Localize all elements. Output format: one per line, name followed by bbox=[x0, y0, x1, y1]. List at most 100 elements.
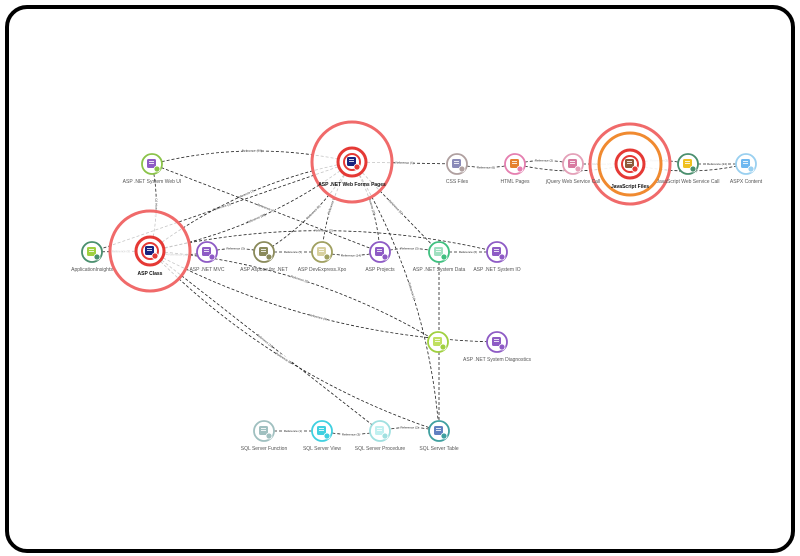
edge-label: Reference (2) bbox=[290, 274, 309, 284]
edge-label-background bbox=[342, 431, 360, 436]
node-badge bbox=[381, 432, 389, 440]
node-badge bbox=[440, 432, 448, 440]
icon-line bbox=[377, 249, 382, 250]
edge-label: Reference (3) bbox=[342, 431, 360, 436]
node-aspxcontent[interactable]: ASPX Content bbox=[730, 153, 763, 185]
icon-line bbox=[512, 163, 517, 164]
node-appinsights[interactable]: ApplicationInsights bbox=[71, 241, 113, 273]
node-label: ASP Aspose for .NET bbox=[240, 267, 288, 273]
edge-label-text: Reference (7) bbox=[154, 198, 158, 216]
edge[interactable]: Reference (4) bbox=[351, 161, 440, 432]
icon-line bbox=[349, 161, 354, 162]
edge-label-background bbox=[459, 249, 477, 254]
edge[interactable]: Reference (3) bbox=[321, 430, 381, 436]
edge-label-background bbox=[236, 188, 255, 200]
edge-line bbox=[514, 163, 631, 172]
css-file-icon bbox=[452, 159, 461, 168]
halos-layer bbox=[108, 120, 672, 293]
edge[interactable]: Reference (6) bbox=[456, 163, 516, 169]
edge[interactable]: Reference (11) bbox=[149, 250, 381, 432]
node-asp-projects[interactable]: ASP Projects bbox=[365, 241, 395, 273]
edge[interactable]: Reference (2) bbox=[149, 250, 439, 343]
icon-line bbox=[377, 430, 382, 431]
node-badge bbox=[208, 253, 216, 261]
icon-line bbox=[319, 428, 324, 429]
edge-label-background bbox=[257, 202, 276, 213]
edge-label: Reference (24) bbox=[707, 161, 727, 166]
icon-line bbox=[89, 251, 94, 252]
edge-label-text: Reference (2) bbox=[535, 158, 553, 162]
node-jquery[interactable]: jQuery Web Service Call bbox=[545, 153, 600, 185]
edge-label-text: Reference (7) bbox=[236, 189, 254, 200]
edge-label: Reference (6) bbox=[305, 204, 321, 220]
edge-label-text: Reference (2) bbox=[314, 228, 332, 232]
dependency-graph[interactable]: Reference (99) Reference (5) Reference (6)… bbox=[9, 9, 791, 549]
library-icon bbox=[433, 337, 442, 346]
icon-line bbox=[685, 161, 690, 162]
javascript-file-icon bbox=[625, 159, 634, 168]
node-sqlfunc[interactable]: SQL Server Function bbox=[241, 420, 288, 452]
edge-line bbox=[149, 250, 439, 343]
diagnostics-icon bbox=[492, 337, 501, 346]
node-jsfiles[interactable]: JavaScript Files bbox=[611, 148, 649, 190]
function-icon bbox=[259, 426, 268, 435]
edge-label-background bbox=[367, 195, 377, 215]
node-badge bbox=[498, 343, 506, 351]
edge-label: Reference (99) bbox=[242, 148, 262, 153]
icon-line bbox=[204, 249, 209, 250]
edge[interactable]: Reference (24) bbox=[688, 161, 746, 166]
node-sysdata[interactable]: ASP .NET System Data bbox=[413, 241, 466, 273]
ui-component-icon bbox=[147, 159, 156, 168]
icon-line bbox=[435, 339, 440, 340]
icon-line bbox=[494, 339, 499, 340]
node-label: ASP .NET System Data bbox=[413, 267, 466, 273]
node-label: ApplicationInsights bbox=[71, 267, 113, 273]
edge-label-text: Reference (5) bbox=[284, 250, 302, 254]
edge[interactable]: Reference (2) bbox=[514, 158, 574, 165]
content-icon bbox=[741, 159, 750, 168]
edge-label-background bbox=[247, 212, 266, 224]
edge[interactable]: Reference (5) bbox=[149, 250, 498, 343]
service-call-icon bbox=[683, 159, 692, 168]
node-sysio[interactable]: ASP .NET System IO bbox=[473, 241, 521, 273]
node-sqlproc[interactable]: SQL Server Procedure bbox=[355, 420, 406, 452]
node-devexpress[interactable]: ASP DevExpress.Xpo bbox=[298, 241, 347, 273]
node-sysdiag[interactable]: ASP .NET System Diagnostics bbox=[463, 331, 531, 363]
edge-label-background bbox=[242, 148, 261, 153]
node-asp-webui[interactable]: ASP .NET System Web UI bbox=[123, 153, 182, 185]
edge-label-text: Reference (2) bbox=[290, 274, 309, 283]
nodes-layer: ASP .NET System Web UI ASP .NET Web Forms… bbox=[71, 146, 763, 452]
icon-line bbox=[319, 249, 324, 250]
node-badge bbox=[440, 253, 448, 261]
node-html[interactable]: HTML Pages bbox=[501, 153, 530, 185]
icon-line bbox=[436, 249, 441, 250]
edge[interactable]: Reference (4) bbox=[151, 163, 381, 253]
node-asp-webform[interactable]: ASP .NET Web Forms Pages bbox=[318, 146, 386, 188]
node-badge bbox=[516, 165, 524, 173]
edge[interactable]: Reference (2) bbox=[149, 228, 498, 253]
icon-line bbox=[570, 161, 575, 162]
node-sqlview[interactable]: SQL Server View bbox=[303, 420, 341, 452]
node-sysdiag-left[interactable] bbox=[427, 331, 449, 353]
node-jswscall[interactable]: JavaScript Web Service Call bbox=[657, 153, 720, 185]
edge-label-text: Reference (3) bbox=[400, 246, 418, 250]
mvc-icon bbox=[202, 247, 211, 256]
edge-label: Reference (8) bbox=[275, 351, 293, 365]
edge[interactable]: Reference (14) bbox=[321, 251, 381, 257]
edge-label-background bbox=[314, 228, 333, 233]
edge-label-text: Reference (3) bbox=[342, 432, 360, 436]
node-aspose[interactable]: ASP Aspose for .NET bbox=[240, 241, 288, 273]
node-aspclass[interactable]: ASP Class bbox=[134, 235, 166, 277]
node-badge bbox=[381, 253, 389, 261]
node-asp-net-mvc[interactable]: ASP .NET MVC bbox=[189, 241, 225, 273]
edge-label-text: Reference (99) bbox=[242, 149, 262, 153]
edge-label-text: Reference (4) bbox=[257, 203, 276, 213]
node-css[interactable]: CSS Files bbox=[446, 153, 469, 185]
edge[interactable]: Reference (6) bbox=[439, 249, 497, 254]
edge[interactable]: Reference (1) bbox=[264, 428, 323, 433]
node-sqltable[interactable]: SQL Server Table bbox=[419, 420, 459, 452]
edge-label: Reference (5) bbox=[284, 249, 302, 254]
edge[interactable]: Reference (5) bbox=[264, 249, 322, 254]
edge-label: Reference (5) bbox=[388, 198, 404, 215]
edge-label-background bbox=[290, 274, 309, 284]
